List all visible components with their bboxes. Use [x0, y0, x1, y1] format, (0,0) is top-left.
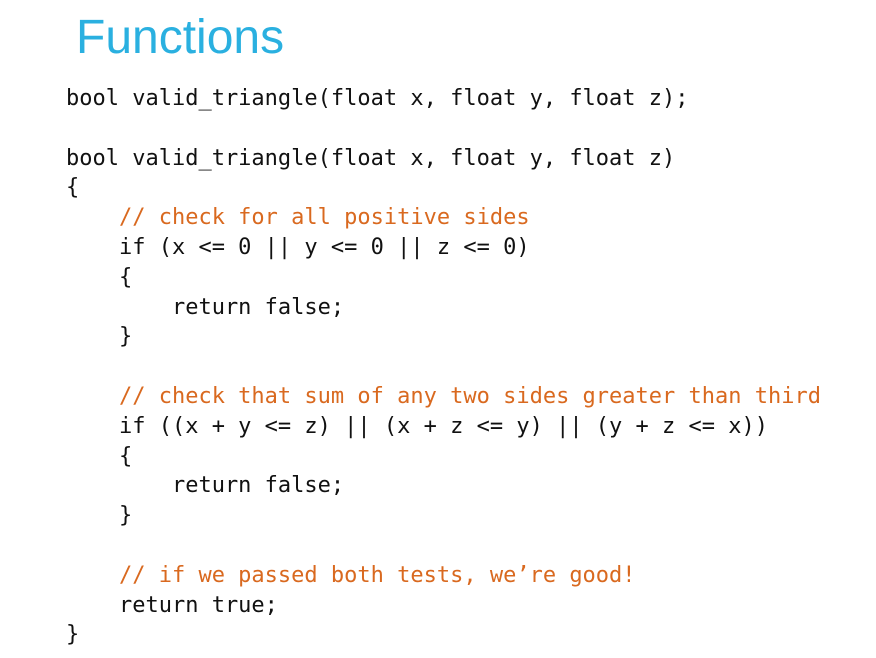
code-line: } [66, 622, 80, 648]
code-blank-line [66, 114, 821, 144]
code-line: return false; [66, 294, 345, 320]
code-block: bool valid_triangle(float x, float y, fl… [66, 84, 821, 650]
code-line: return true; [66, 592, 278, 618]
code-line: { [66, 443, 133, 469]
code-comment-line: // check that sum of any two sides great… [66, 383, 821, 409]
code-line: { [66, 264, 133, 290]
code-line: bool valid_triangle(float x, float y, fl… [66, 145, 676, 171]
code-line: } [66, 503, 133, 529]
slide-title: Functions [76, 11, 285, 64]
code-comment-line: // if we passed both tests, we’re good! [66, 562, 636, 588]
code-line: { [66, 175, 80, 201]
code-comment-line: // check for all positive sides [66, 205, 530, 231]
code-blank-line [66, 531, 821, 561]
code-line: } [66, 324, 133, 350]
code-line: if (x <= 0 || y <= 0 || z <= 0) [66, 234, 530, 260]
code-line: if ((x + y <= z) || (x + z <= y) || (y +… [66, 413, 768, 439]
code-blank-line [66, 352, 821, 382]
code-line: return false; [66, 473, 345, 499]
code-line: bool valid_triangle(float x, float y, fl… [66, 86, 689, 111]
